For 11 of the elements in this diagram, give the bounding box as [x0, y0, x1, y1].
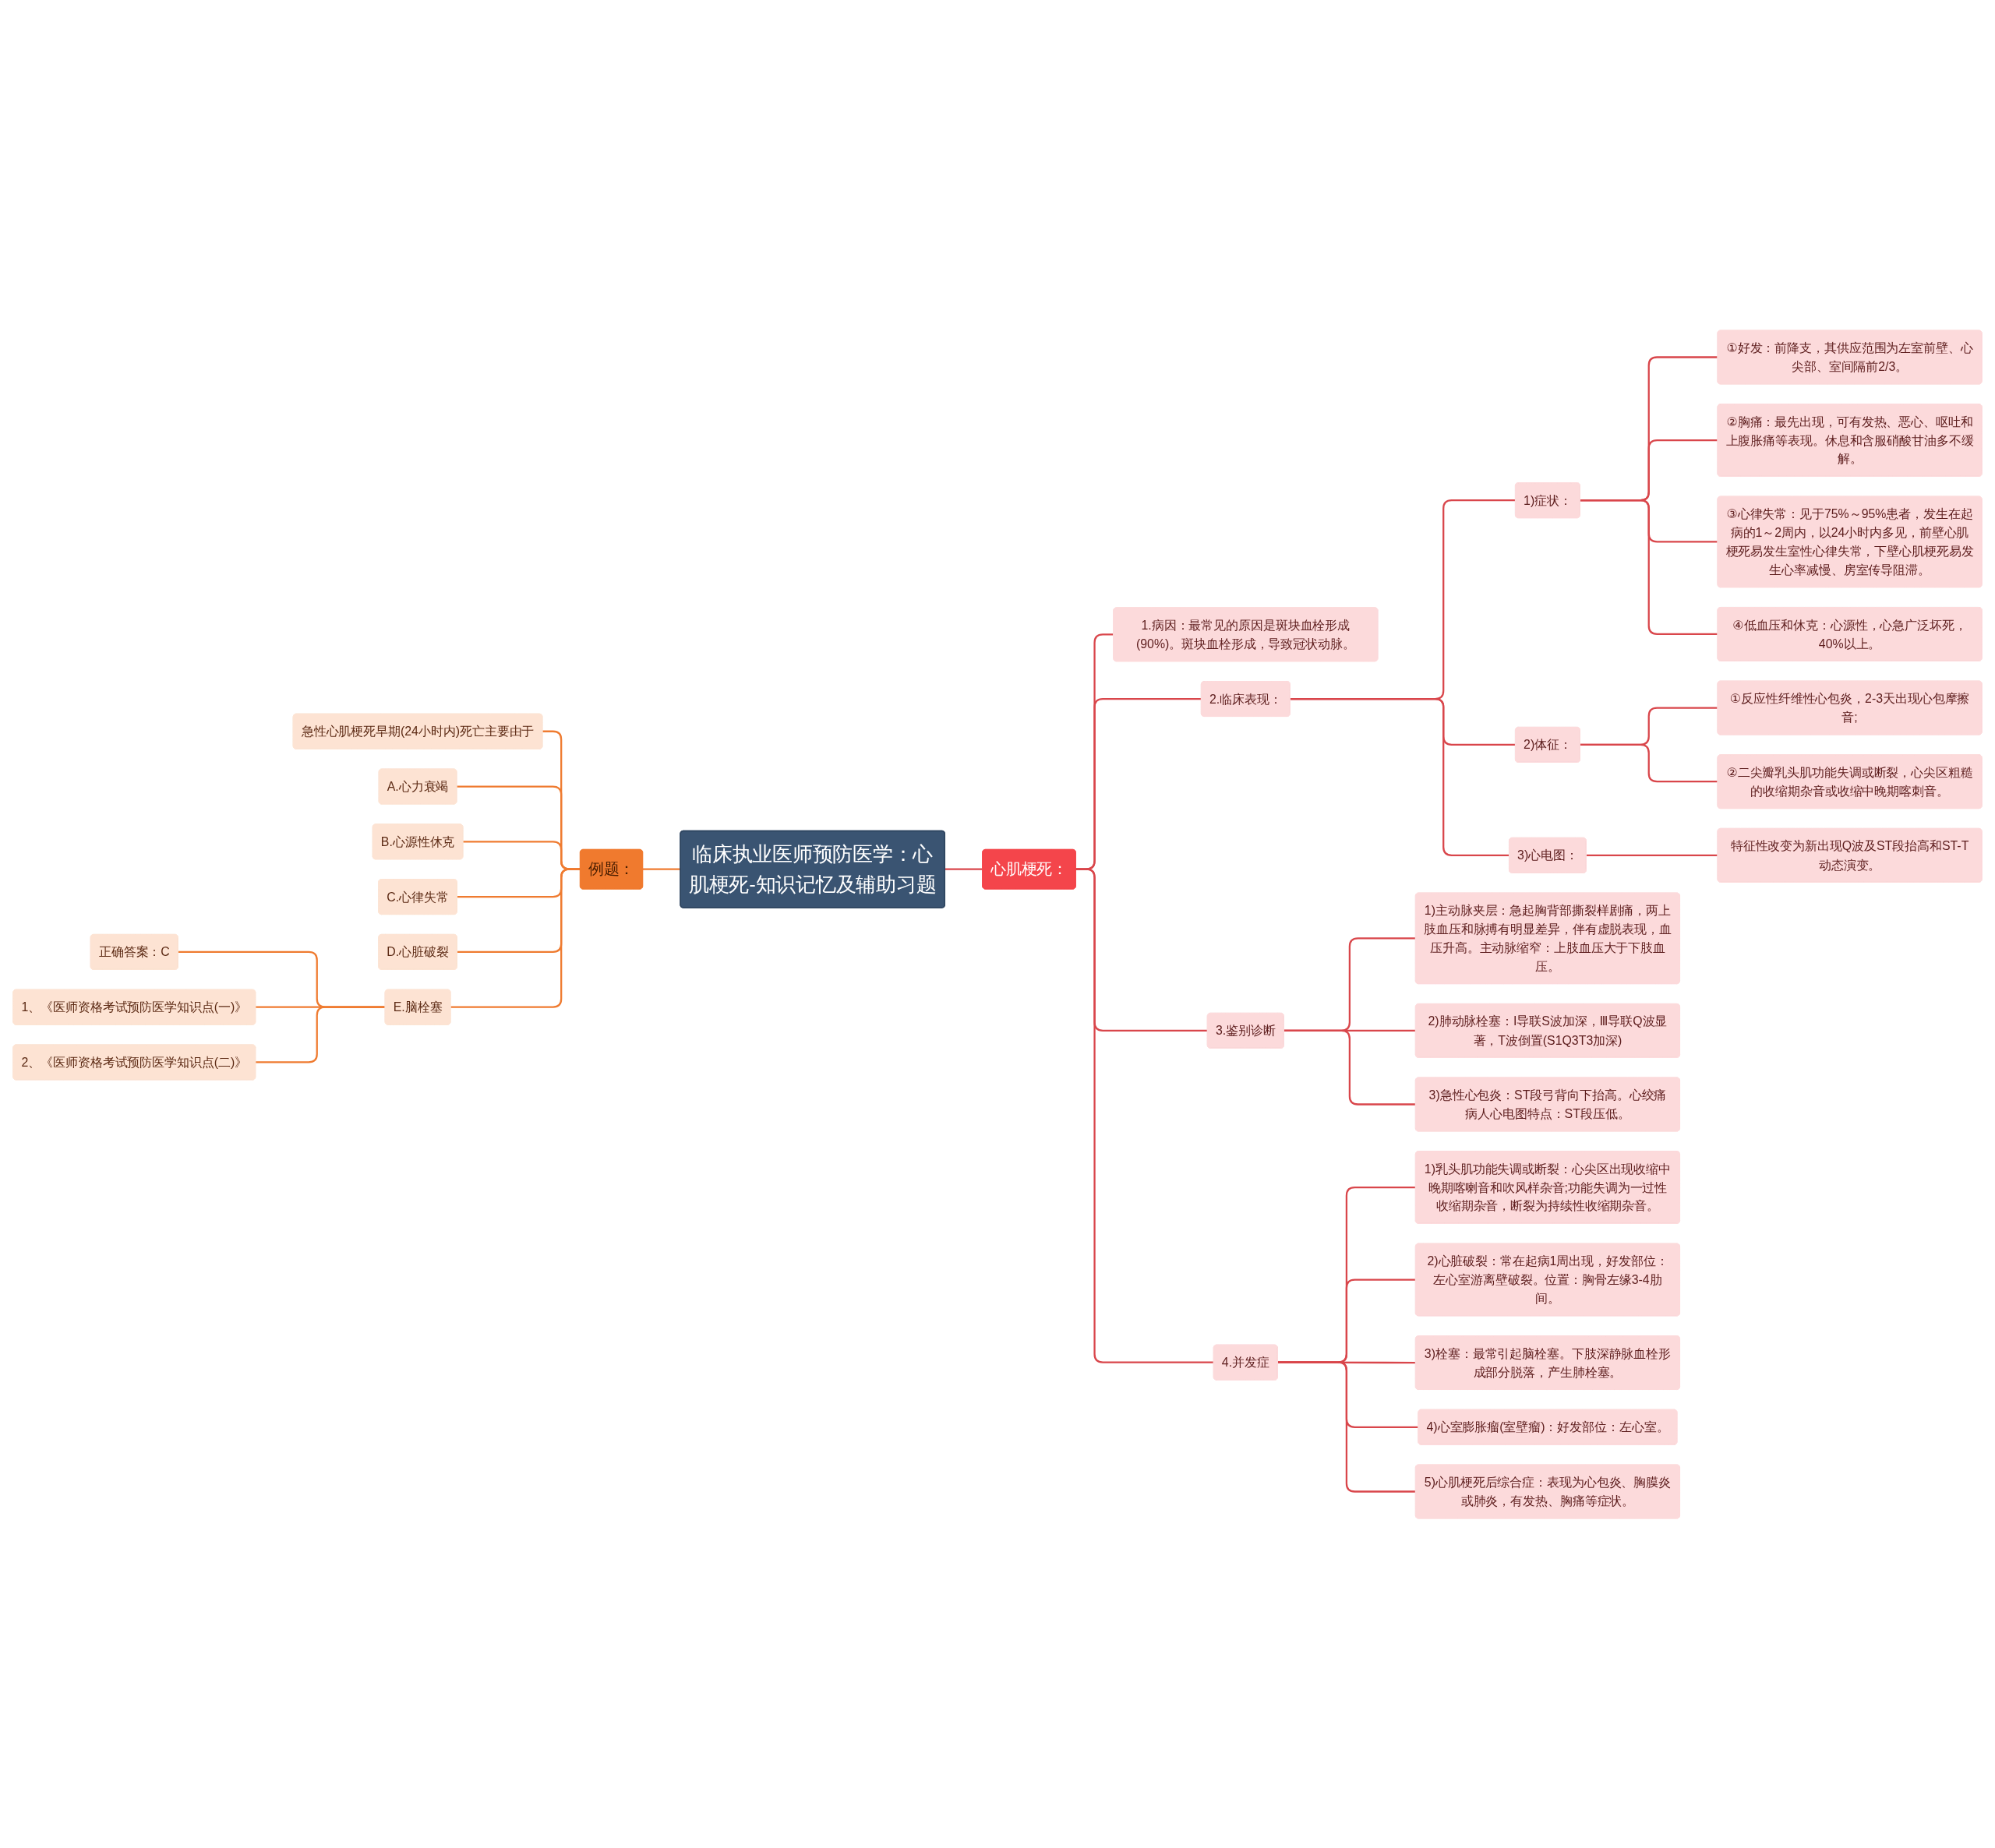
connector [945, 868, 983, 870]
connector [1580, 743, 1718, 782]
connector [1277, 1361, 1416, 1493]
connector [1290, 697, 1509, 856]
connector [450, 868, 581, 1008]
connector [255, 1006, 386, 1063]
connector [1586, 854, 1718, 856]
connector [1580, 499, 1718, 635]
connector [642, 868, 681, 870]
connector [1284, 1029, 1416, 1106]
connector [1075, 868, 1214, 1363]
